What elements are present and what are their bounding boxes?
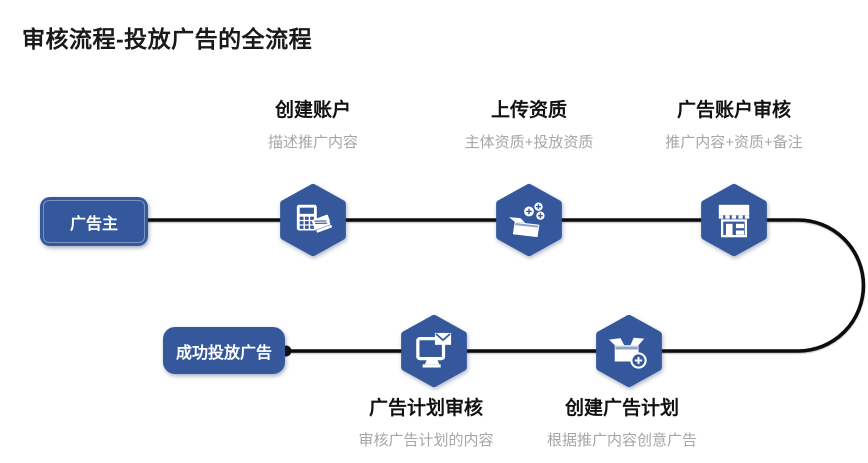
step-node-ad-account-review — [696, 179, 772, 261]
step-label-ad-plan-review: 广告计划审核 审核广告计划的内容 — [316, 398, 536, 449]
step-subtitle: 根据推广内容创意广告 — [546, 432, 697, 449]
step-subtitle: 推广内容+资质+备注 — [665, 134, 803, 151]
step-title: 创建广告计划 — [564, 398, 679, 419]
step-subtitle: 审核广告计划的内容 — [358, 432, 494, 449]
step-title: 创建账户 — [274, 100, 351, 121]
step-label-create-account: 创建账户 描述推广内容 — [203, 100, 423, 151]
start-node-advertiser: 广告主 — [40, 197, 148, 246]
start-node-label: 广告主 — [69, 215, 118, 233]
step-node-ad-plan-review — [396, 310, 472, 392]
step-subtitle: 主体资质+投放资质 — [464, 134, 594, 151]
step-label-create-ad-plan: 创建广告计划 根据推广内容创意广告 — [512, 398, 732, 449]
step-title: 广告计划审核 — [368, 398, 483, 419]
step-title: 上传资质 — [490, 100, 567, 121]
step-title: 广告账户审核 — [676, 100, 791, 121]
end-node-success: 成功投放广告 — [163, 327, 285, 374]
page-title: 审核流程-投放广告的全流程 — [22, 26, 313, 52]
step-node-create-ad-plan — [591, 310, 667, 392]
step-node-create-account — [275, 179, 351, 261]
step-label-upload-qualifications: 上传资质 主体资质+投放资质 — [419, 100, 639, 151]
step-node-upload-qualifications — [491, 179, 567, 261]
end-node-label: 成功投放广告 — [175, 344, 272, 362]
step-subtitle: 描述推广内容 — [267, 134, 358, 151]
step-label-ad-account-review: 广告账户审核 推广内容+资质+备注 — [624, 100, 844, 151]
